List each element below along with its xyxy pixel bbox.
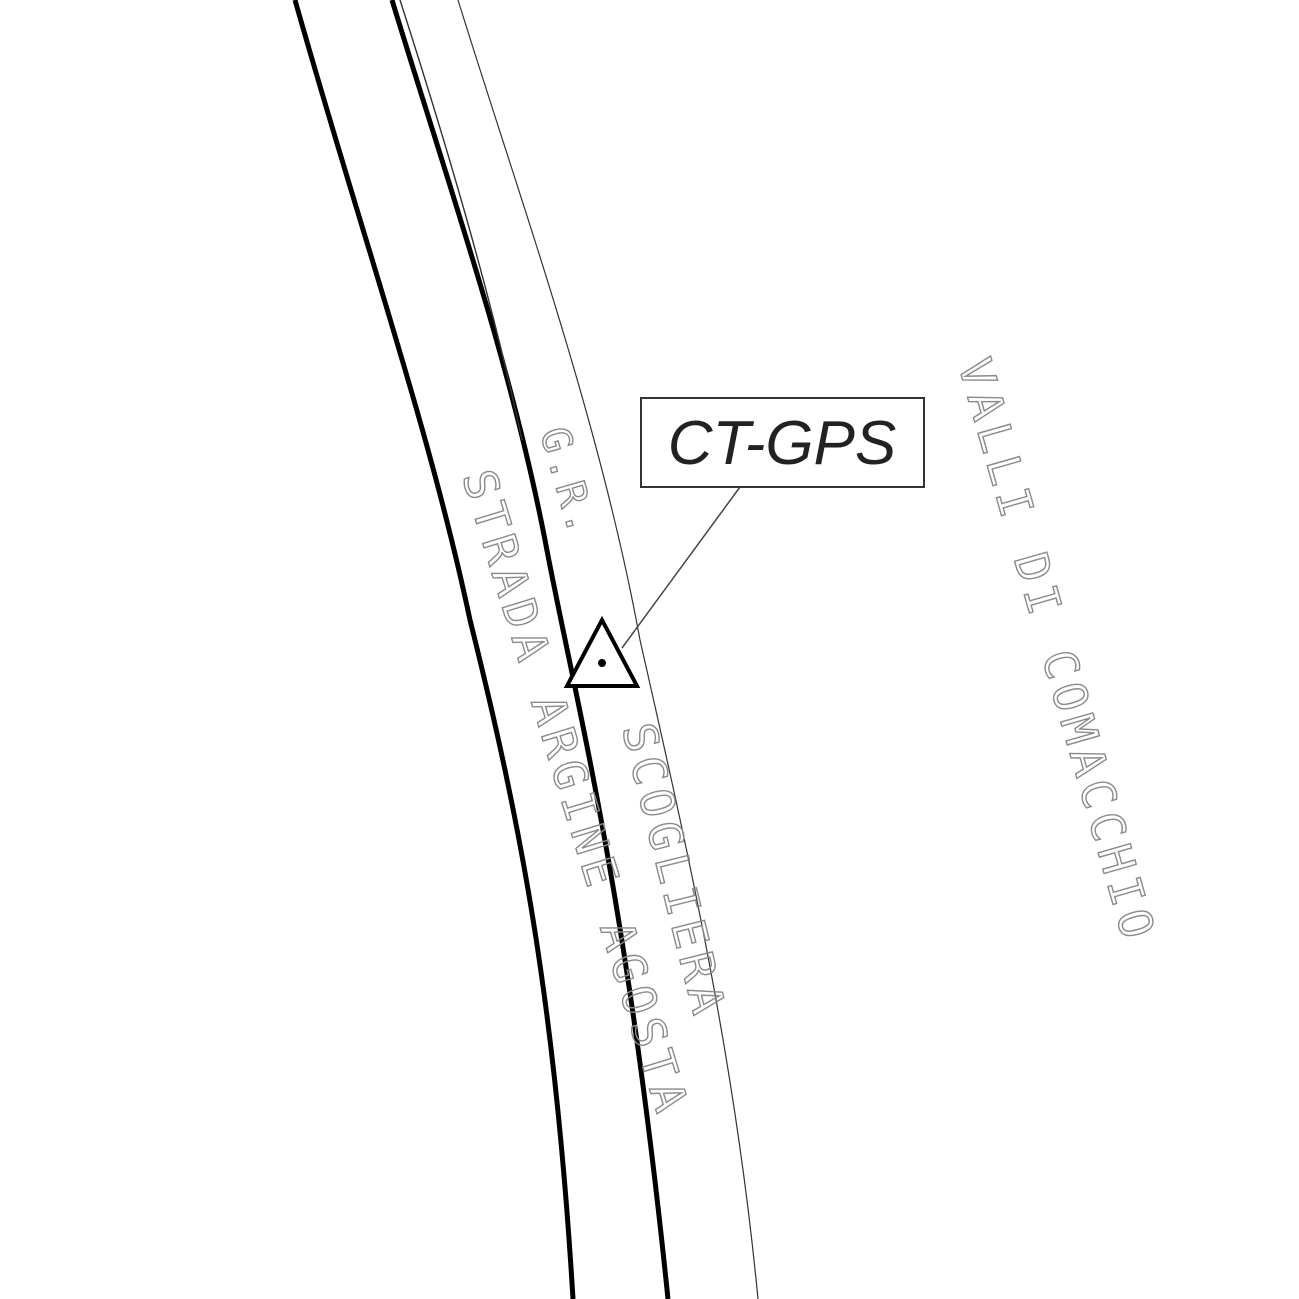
- callout-leader-line: [621, 486, 741, 649]
- station-label: CT-GPS: [668, 409, 897, 478]
- guard-rail-line: [399, 0, 523, 441]
- road-edge-right: [389, 0, 671, 1299]
- survey-triangle-point-icon[interactable]: [563, 615, 641, 688]
- scogliera-outer-line: [457, 0, 759, 1299]
- station-callout[interactable]: CT-GPS: [640, 397, 925, 488]
- station-callout-box: [640, 397, 925, 488]
- road-edge-left: [292, 0, 576, 1299]
